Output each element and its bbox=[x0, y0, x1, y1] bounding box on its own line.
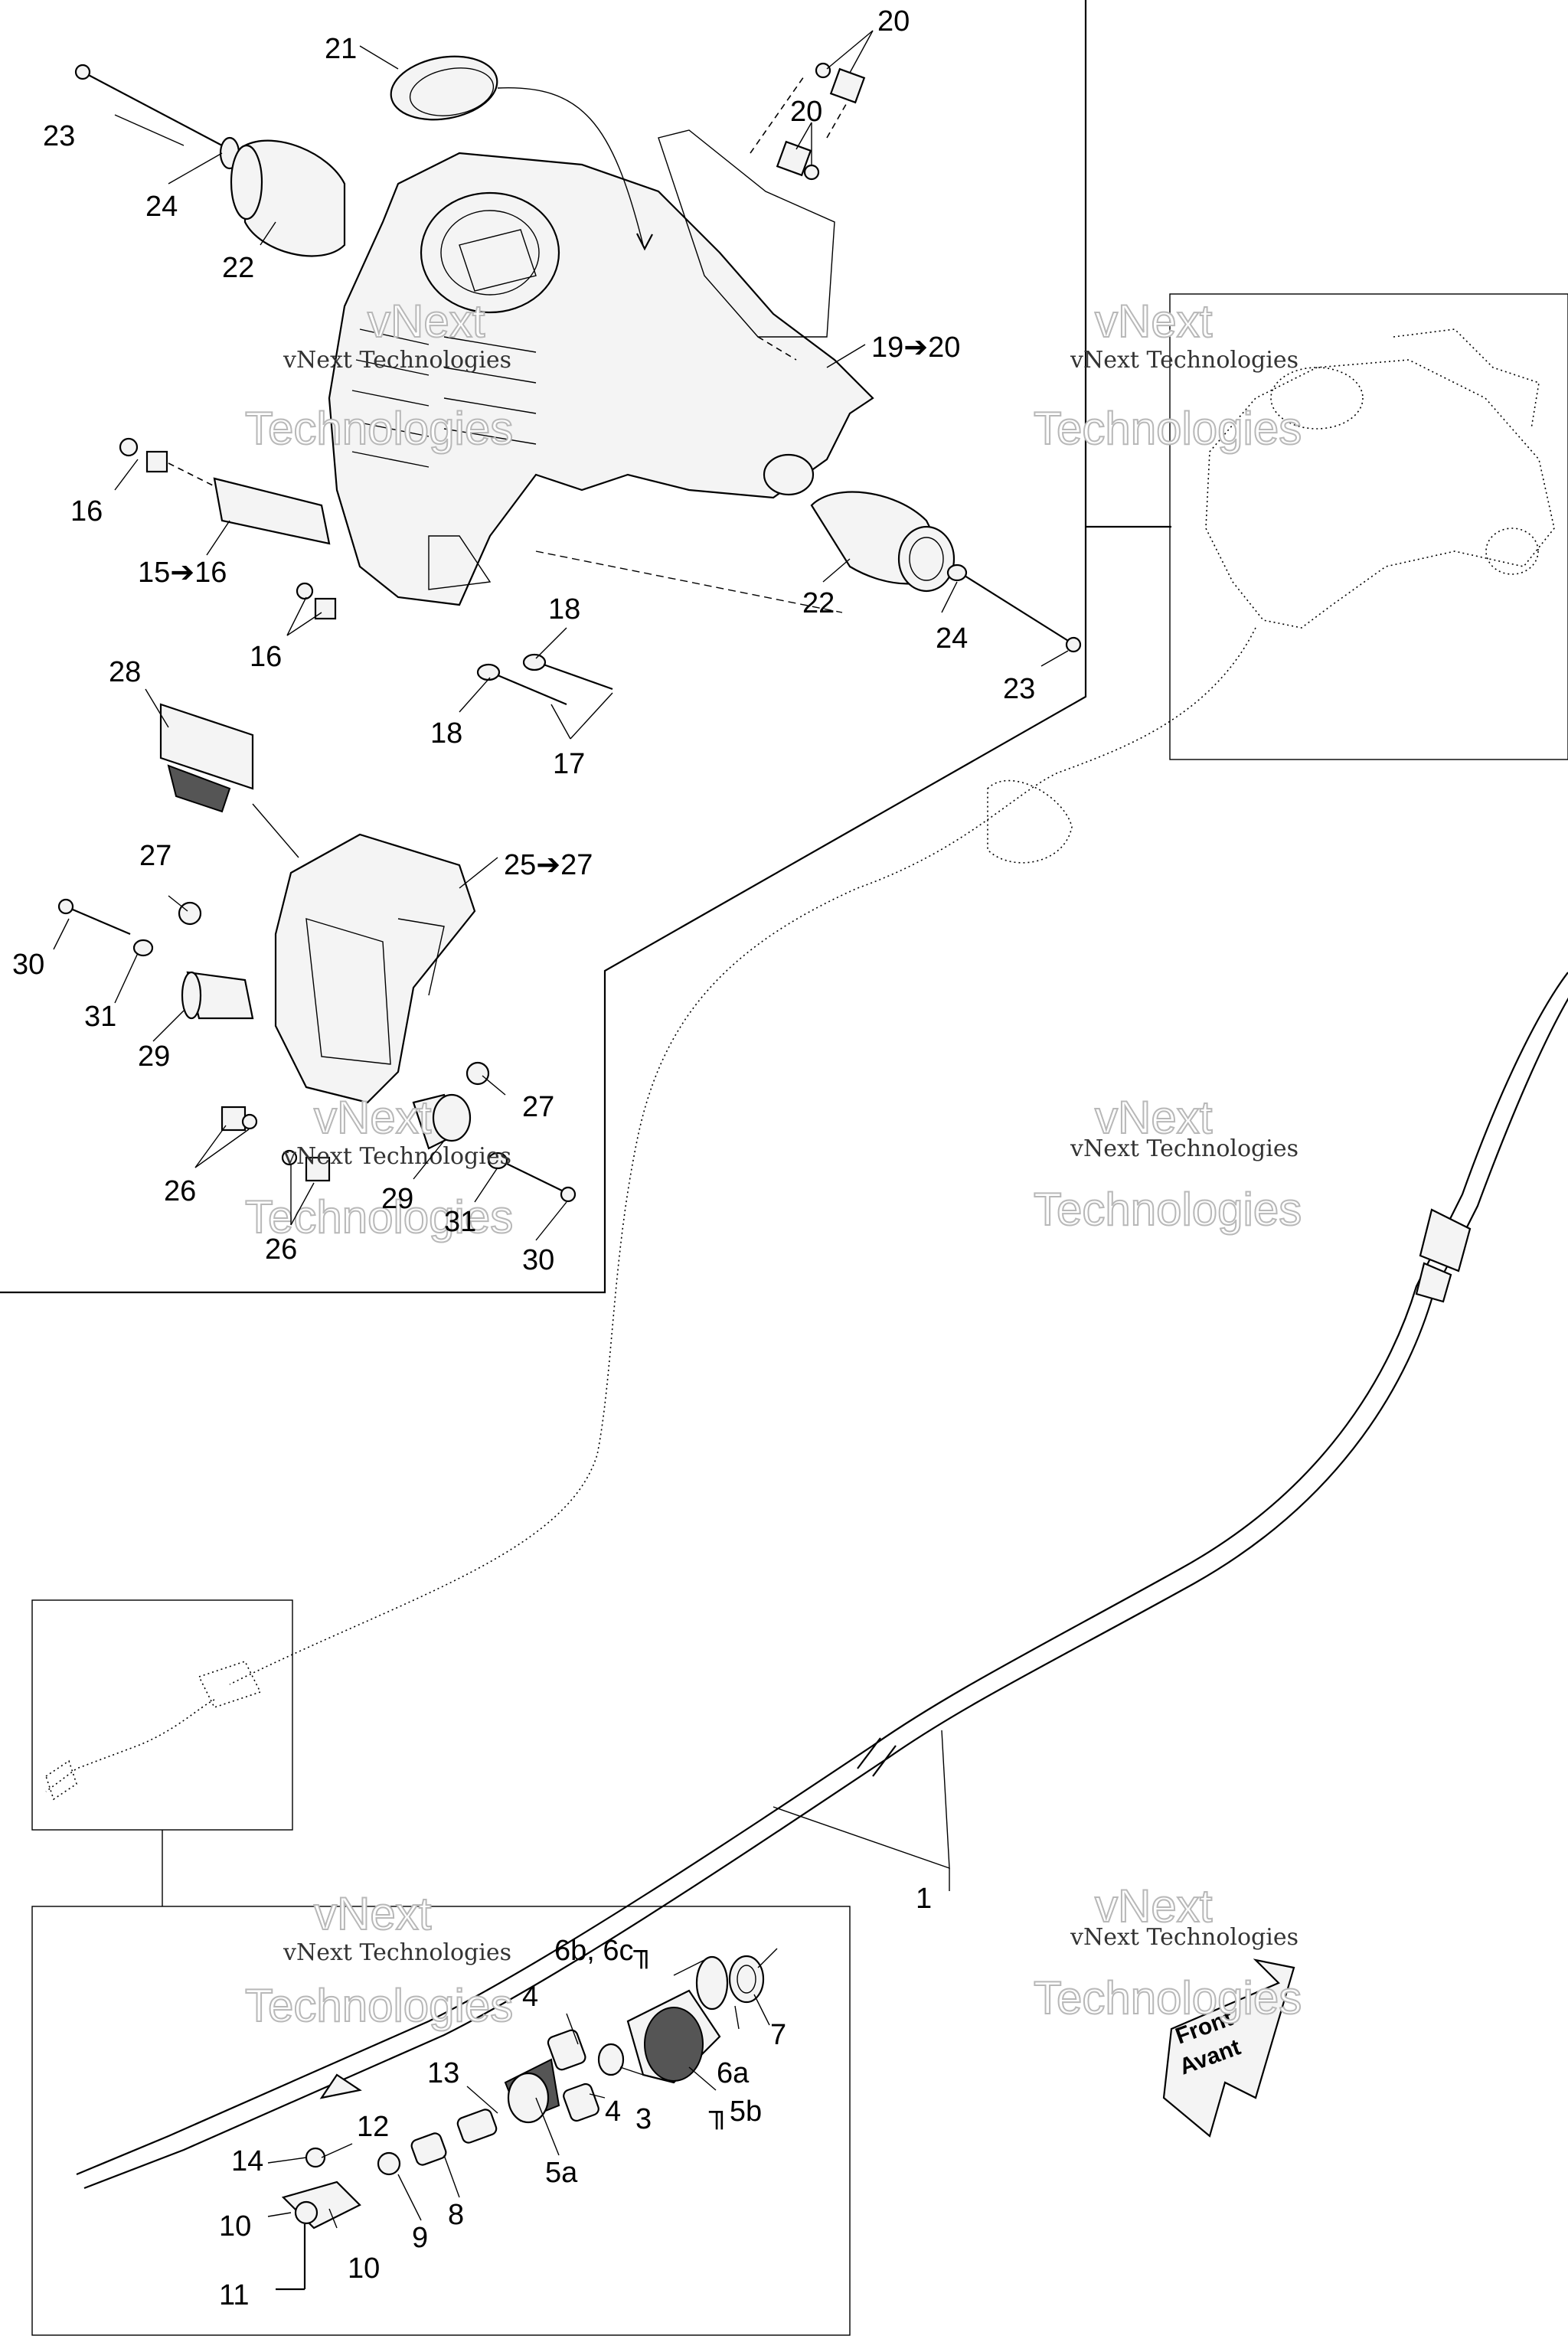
bottom-inset-parts bbox=[276, 1955, 765, 2291]
watermark-vnext-technologies: vNext Technologies bbox=[1070, 347, 1298, 374]
part-label: 4 bbox=[522, 1981, 538, 2013]
part-label: 31 bbox=[84, 1001, 116, 1033]
part-label: 11 bbox=[219, 2279, 249, 2311]
part-label: 27 bbox=[139, 840, 172, 872]
part-25-bracket bbox=[274, 833, 476, 1104]
part-label: ╖5b bbox=[708, 2096, 762, 2130]
part-label: 20 bbox=[790, 96, 822, 128]
part-labels: 1 3 4 4 5a ╖5b 6a 6b, 6c╖ 7 8 9 10 10 11… bbox=[12, 5, 1035, 2311]
part-label: 23 bbox=[1003, 673, 1035, 705]
steering-housing bbox=[328, 76, 874, 613]
front-arrow: Front Avant bbox=[1162, 1958, 1295, 2138]
part-label: 28 bbox=[109, 656, 141, 688]
part-label: 25➔27 bbox=[504, 849, 593, 881]
part-label: 6a bbox=[717, 2057, 750, 2089]
watermark-technologies: Technologies bbox=[1034, 1972, 1302, 2024]
part-label: 29 bbox=[138, 1040, 170, 1073]
part-label: 14 bbox=[231, 2145, 263, 2177]
part-label: 6b, 6c╖ bbox=[554, 1935, 654, 1969]
part-label: 18 bbox=[430, 717, 462, 750]
watermark-technologies: Technologies bbox=[1034, 1184, 1302, 1235]
part-15-bracket bbox=[119, 437, 337, 620]
part-label: 22 bbox=[802, 587, 835, 619]
part-29-left-bushing bbox=[57, 898, 254, 1020]
part-label: 31 bbox=[444, 1206, 476, 1238]
part-label: 18 bbox=[548, 593, 580, 626]
watermark-vnext-technologies: vNext Technologies bbox=[1070, 1135, 1298, 1162]
part-label: 10 bbox=[219, 2210, 251, 2243]
part-21-ring bbox=[390, 55, 653, 251]
watermark-vnext-technologies: vNext Technologies bbox=[283, 1939, 511, 1966]
inset-box-left bbox=[31, 1599, 293, 1831]
watermark-technologies: Technologies bbox=[245, 1191, 513, 1243]
watermark-vnext: vNext bbox=[314, 1092, 432, 1143]
part-label: 26 bbox=[164, 1175, 196, 1207]
part-label: 20 bbox=[877, 5, 910, 38]
inset-box-top-right bbox=[1169, 293, 1568, 760]
part-28-cap bbox=[159, 703, 299, 858]
leader-lines bbox=[53, 30, 1069, 2229]
part-22-left-bushing bbox=[74, 64, 346, 257]
watermark-vnext-technologies: vNext Technologies bbox=[1070, 1924, 1298, 1951]
part-label: 8 bbox=[448, 2199, 464, 2231]
part-label: 30 bbox=[522, 1244, 554, 1276]
part-22-right-bushing bbox=[810, 491, 1082, 653]
watermark-technologies: Technologies bbox=[1034, 403, 1302, 454]
part-label: 29 bbox=[381, 1183, 413, 1215]
watermark-vnext: vNext bbox=[1095, 296, 1213, 347]
part-17-bolts bbox=[476, 653, 613, 706]
part-label: 15➔16 bbox=[138, 557, 227, 589]
part-29-right-bushing bbox=[412, 1061, 577, 1203]
part-label: 16 bbox=[70, 495, 103, 528]
inset-cable-end-left bbox=[45, 1661, 262, 1801]
watermark-technologies: Technologies bbox=[245, 403, 513, 454]
part-label: 22 bbox=[222, 252, 254, 284]
part-label: 19➔20 bbox=[871, 332, 960, 364]
part-label: 24 bbox=[145, 191, 178, 223]
watermark-vnext: vNext bbox=[314, 1888, 432, 1939]
steering-cable bbox=[76, 972, 1568, 2190]
part-label: 10 bbox=[348, 2252, 380, 2285]
part-label: 30 bbox=[12, 949, 44, 981]
part-label: 5a bbox=[545, 2157, 578, 2189]
part-label: 13 bbox=[427, 2057, 459, 2089]
part-label: 7 bbox=[770, 2019, 786, 2051]
part-label: 21 bbox=[325, 33, 357, 65]
watermark-vnext-technologies: vNext Technologies bbox=[283, 347, 511, 374]
watermarks: vNext vNext Technologies Technologies vN… bbox=[244, 295, 1302, 2032]
watermark-technologies: Technologies bbox=[245, 1980, 513, 2031]
part-label: 4 bbox=[605, 2096, 621, 2128]
part-label: 12 bbox=[357, 2111, 389, 2143]
inset-housing-phantom bbox=[1205, 328, 1555, 629]
part-label: 23 bbox=[43, 120, 75, 152]
part-label: 24 bbox=[936, 622, 968, 655]
part-label: 9 bbox=[412, 2222, 428, 2254]
watermark-vnext: vNext bbox=[1095, 1880, 1213, 1932]
part-label: 1 bbox=[916, 1883, 932, 1915]
part-label: 26 bbox=[265, 1233, 297, 1266]
watermark-vnext: vNext bbox=[1095, 1092, 1213, 1143]
part-label: 16 bbox=[250, 641, 282, 673]
part-label: 3 bbox=[635, 2103, 652, 2135]
part-label: 27 bbox=[522, 1091, 554, 1123]
watermark-vnext: vNext bbox=[368, 296, 485, 347]
watermark-vnext-technologies: vNext Technologies bbox=[283, 1143, 511, 1170]
part-label: 17 bbox=[553, 748, 585, 780]
inset-box-bottom bbox=[31, 1906, 851, 2336]
